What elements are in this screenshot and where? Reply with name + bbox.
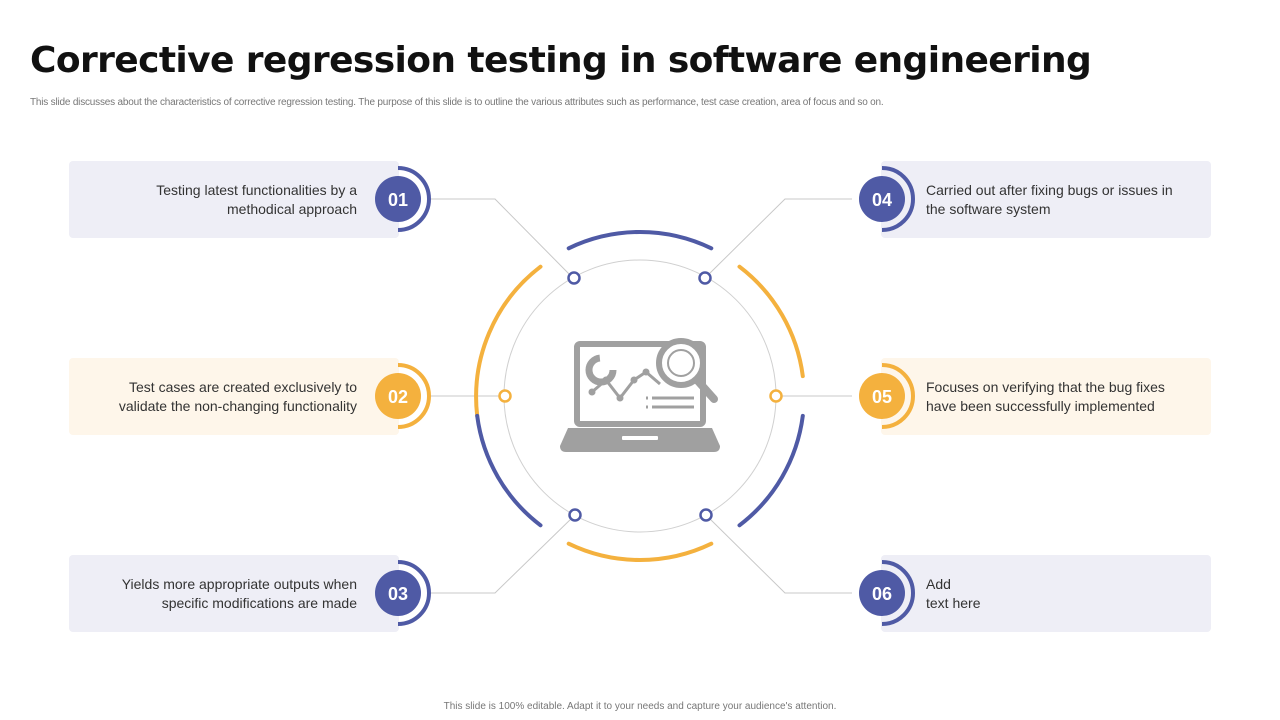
feature-card-05: Focuses on verifying that the bug fixes … bbox=[881, 358, 1211, 435]
node-03 bbox=[568, 508, 582, 522]
feature-text-02: Test cases are created exclusively to va… bbox=[118, 378, 357, 414]
graph-points-icon bbox=[588, 368, 650, 402]
badge-06: 06 bbox=[859, 560, 915, 626]
badge-02-number: 02 bbox=[388, 387, 408, 407]
badge-06-number: 06 bbox=[872, 584, 892, 604]
node-02 bbox=[498, 389, 512, 403]
badge-05-ring bbox=[881, 363, 915, 429]
feature-card-02: Test cases are created exclusively to va… bbox=[69, 358, 399, 435]
feature-card-03: Yields more appropriate outputs when spe… bbox=[69, 555, 399, 632]
connector-06 bbox=[705, 514, 852, 594]
feature-text-03: Yields more appropriate outputs when spe… bbox=[121, 575, 357, 611]
feature-text-04: Carried out after fixing bugs or issues … bbox=[926, 181, 1173, 217]
list-lines-icon bbox=[646, 396, 694, 409]
slide-footer: This slide is 100% editable. Adapt it to… bbox=[443, 701, 837, 712]
feature-text-06: Add text here bbox=[926, 575, 981, 611]
badge-01-number: 01 bbox=[388, 190, 408, 210]
badge-01-ring bbox=[397, 166, 431, 232]
inner-ring bbox=[503, 259, 777, 533]
arc-top bbox=[566, 229, 714, 251]
badge-01-disc bbox=[375, 176, 421, 222]
badge-04: 04 bbox=[859, 166, 915, 232]
badge-01: 01 bbox=[375, 166, 431, 232]
badge-02-ring bbox=[397, 363, 431, 429]
line-graph-icon bbox=[591, 370, 661, 401]
badge-04-number: 04 bbox=[872, 190, 892, 210]
slide-subtitle: This slide discusses about the character… bbox=[30, 97, 884, 108]
arc-lower-left bbox=[475, 413, 543, 528]
arc-upper-right bbox=[737, 264, 805, 379]
badge-05: 05 bbox=[859, 363, 915, 429]
laptop-trackpad-icon bbox=[622, 436, 658, 440]
badge-04-ring bbox=[881, 166, 915, 232]
feature-card-04: Carried out after fixing bugs or issues … bbox=[881, 161, 1211, 238]
badge-04-disc bbox=[859, 176, 905, 222]
badge-05-number: 05 bbox=[872, 387, 892, 407]
feature-card-06: Add text here bbox=[881, 555, 1211, 632]
badge-06-ring bbox=[881, 560, 915, 626]
node-05 bbox=[769, 389, 783, 403]
ring-nodes bbox=[498, 271, 783, 522]
feature-text-01: Testing latest functionalities by a meth… bbox=[156, 181, 357, 217]
magnifier-icon bbox=[656, 338, 706, 388]
connector-03 bbox=[428, 514, 576, 594]
magnifier-lens-icon bbox=[667, 349, 695, 377]
donut-chart-icon bbox=[585, 354, 617, 386]
node-06 bbox=[699, 508, 713, 522]
magnifier-handle-icon bbox=[693, 376, 718, 403]
badge-03-number: 03 bbox=[388, 584, 408, 604]
outer-arcs bbox=[474, 229, 805, 563]
arc-lower-right bbox=[737, 413, 805, 528]
feature-text-05: Focuses on verifying that the bug fixes … bbox=[926, 378, 1165, 414]
badge-03-disc bbox=[375, 570, 421, 616]
badge-06-disc bbox=[859, 570, 905, 616]
connector-04 bbox=[704, 198, 852, 279]
connector-lines bbox=[428, 198, 852, 594]
laptop-analytics-icon bbox=[560, 338, 720, 452]
badge-02-disc bbox=[375, 373, 421, 419]
slide-title: Corrective regression testing in softwar… bbox=[30, 40, 1092, 81]
badge-02: 02 bbox=[375, 363, 431, 429]
arc-bottom bbox=[566, 541, 714, 563]
node-04 bbox=[698, 271, 712, 285]
feature-card-01: Testing latest functionalities by a meth… bbox=[69, 161, 399, 238]
connector-01 bbox=[428, 198, 574, 279]
badge-03-ring bbox=[397, 560, 431, 626]
node-01 bbox=[567, 271, 581, 285]
arc-upper-left bbox=[474, 264, 543, 418]
badge-05-disc bbox=[859, 373, 905, 419]
badge-03: 03 bbox=[375, 560, 431, 626]
